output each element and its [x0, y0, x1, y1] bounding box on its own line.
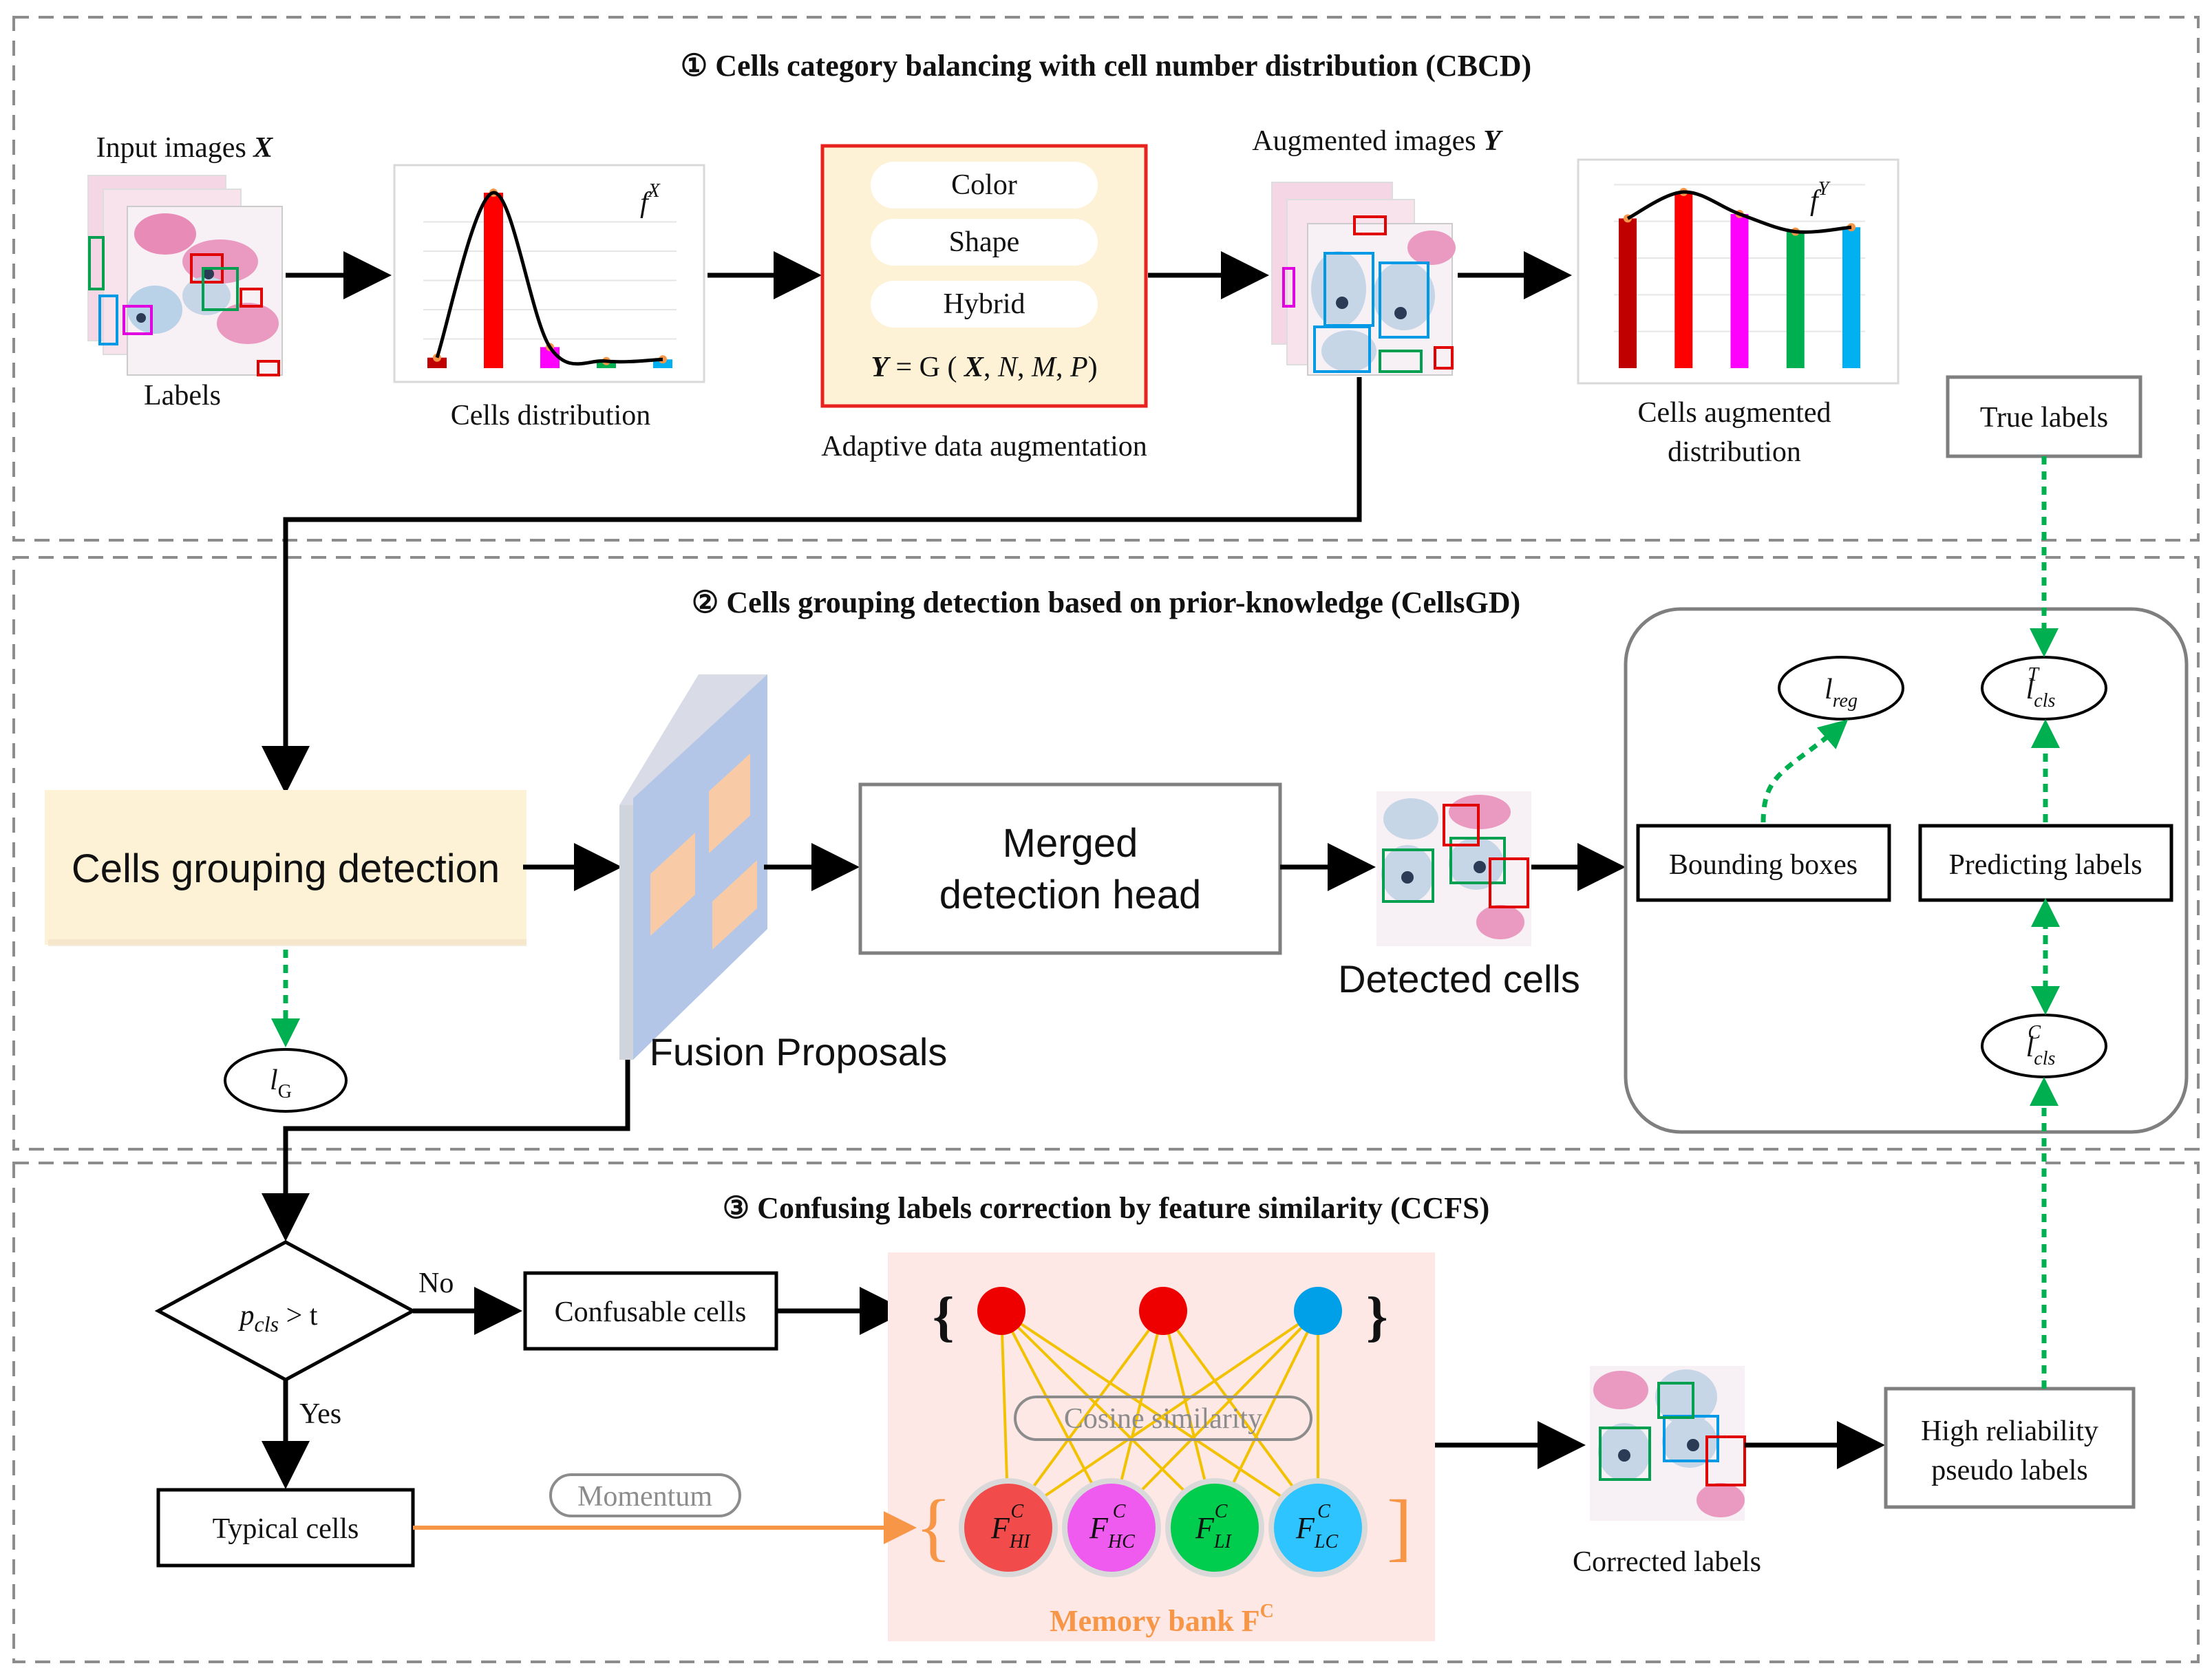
yes-label: Yes: [299, 1398, 341, 1430]
merged-detection-head-box: [858, 782, 1282, 955]
predicting-labels-box: [1918, 824, 2173, 902]
input-images-label: Input images X: [96, 132, 274, 164]
left-brace-bottom: {: [915, 1484, 952, 1568]
confusable-node-red-1: [977, 1287, 1025, 1335]
augmented-dist-label-1: Cells augmented: [1637, 397, 1831, 429]
aug-dist-curve: [1626, 190, 1852, 234]
adaptive-augmentation-label: Adaptive data augmentation: [821, 431, 1147, 462]
cosine-similarity-label: Cosine similarity: [1064, 1403, 1262, 1435]
high-rel-line2: pseudo labels: [1931, 1455, 2087, 1486]
right-bracket-bottom: ]: [1387, 1484, 1412, 1568]
aug-formula: Y = G ( X, N, M, P): [871, 352, 1097, 383]
no-label: No: [418, 1268, 454, 1299]
aug-dist-bar: [1674, 192, 1693, 368]
adaptive-augmentation-box: Color Shape Hybrid Y = G ( X, N, M, P): [820, 144, 1148, 408]
cells-distribution-label: Cells distribution: [451, 400, 651, 431]
confusable-node-blue: [1294, 1287, 1342, 1335]
cells-dist-bar: [427, 357, 447, 368]
true-labels-box: [1946, 375, 2142, 458]
predicting-labels-label: Predicting labels: [1948, 849, 2142, 881]
cells-dist-curve: [435, 191, 663, 366]
memory-bank-label: Memory bank FC: [1050, 1601, 1274, 1638]
merged-head-line2: detection head: [939, 873, 1202, 917]
aug-dist-bar: [1842, 227, 1860, 368]
l-reg-ellipse: [1778, 656, 1904, 720]
section-3-title: ③ Confusing labels correction by feature…: [723, 1191, 1490, 1225]
confusable-node-red-2: [1139, 1287, 1187, 1335]
aug-option-shape: [871, 219, 1098, 266]
section-1-title: ① Cells category balancing with cell num…: [681, 49, 1531, 83]
aug-dist-bar: [1786, 231, 1805, 368]
augmented-images-label: Augmented images Y: [1252, 125, 1503, 157]
section-2-title: ② Cells grouping detection based on prio…: [692, 586, 1520, 619]
input-images-stack: [87, 175, 283, 376]
corrected-labels-image: [1590, 1366, 1746, 1521]
aug-option-color: [871, 162, 1098, 209]
aug-option-color-label: Color: [951, 169, 1017, 201]
right-brace-top: }: [1366, 1287, 1388, 1347]
high-reliability-box: [1884, 1387, 2136, 1509]
cosine-similarity-pill: [1014, 1396, 1312, 1441]
augmented-images-stack: [1271, 182, 1456, 376]
left-brace-top: {: [933, 1287, 955, 1347]
decision-label: pcls > t: [238, 1300, 318, 1336]
aug-option-hybrid-label: Hybrid: [944, 288, 1025, 320]
cells-dist-bar: [484, 193, 503, 368]
cells-distribution-chart: fX: [393, 164, 705, 383]
momentum-label: Momentum: [577, 1481, 712, 1513]
connector-s1-to-s2: [262, 377, 1362, 794]
section-2-border: [12, 556, 2200, 1151]
detected-cells-image: [1376, 791, 1531, 946]
bounding-boxes-box: [1636, 824, 1891, 902]
aug-option-shape-label: Shape: [949, 226, 1020, 258]
l-g-ellipse: [224, 1048, 348, 1113]
section-1-border: [12, 16, 2200, 542]
augmented-dist-label-2: distribution: [1668, 436, 1801, 468]
confusable-cells-box: [523, 1271, 778, 1351]
bbox-to-lreg-arrow: [1761, 719, 1849, 823]
aug-dist-bar: [1730, 214, 1749, 368]
augmented-distribution-chart: fY: [1577, 158, 1900, 385]
bounding-boxes-label: Bounding boxes: [1669, 849, 1858, 881]
aug-dist-bar: [1619, 218, 1637, 368]
detected-cells-label: Detected cells: [1338, 957, 1580, 1001]
merged-head-line1: Merged: [1003, 821, 1138, 866]
cells-grouping-label: Cells grouping detection: [72, 846, 500, 891]
aug-option-hybrid: [871, 281, 1098, 328]
true-labels-text: True labels: [1980, 402, 2108, 434]
corrected-labels-label: Corrected labels: [1573, 1546, 1761, 1578]
confusable-cells-label: Confusable cells: [555, 1296, 747, 1328]
feature-li: FLIC: [1165, 1478, 1264, 1577]
cells-dist-bar: [653, 359, 672, 368]
feature-lc: FLCC: [1268, 1478, 1368, 1577]
high-rel-line1: High reliability: [1921, 1416, 2098, 1447]
typical-cells-box: [156, 1488, 415, 1568]
cells-grouping-box: [45, 790, 527, 945]
fusion-proposals-plane: [619, 674, 767, 1060]
section-3-border: [12, 1162, 2200, 1663]
feature-hc: FHCC: [1062, 1478, 1161, 1577]
feature-hi: FHIC: [959, 1478, 1058, 1577]
typical-cells-label: Typical cells: [213, 1513, 359, 1545]
momentum-pill: [549, 1473, 741, 1517]
fusion-proposals-label: Fusion Proposals: [650, 1030, 948, 1074]
connector-s2-to-s3: [262, 1060, 630, 1241]
labels-label: Labels: [144, 380, 221, 412]
